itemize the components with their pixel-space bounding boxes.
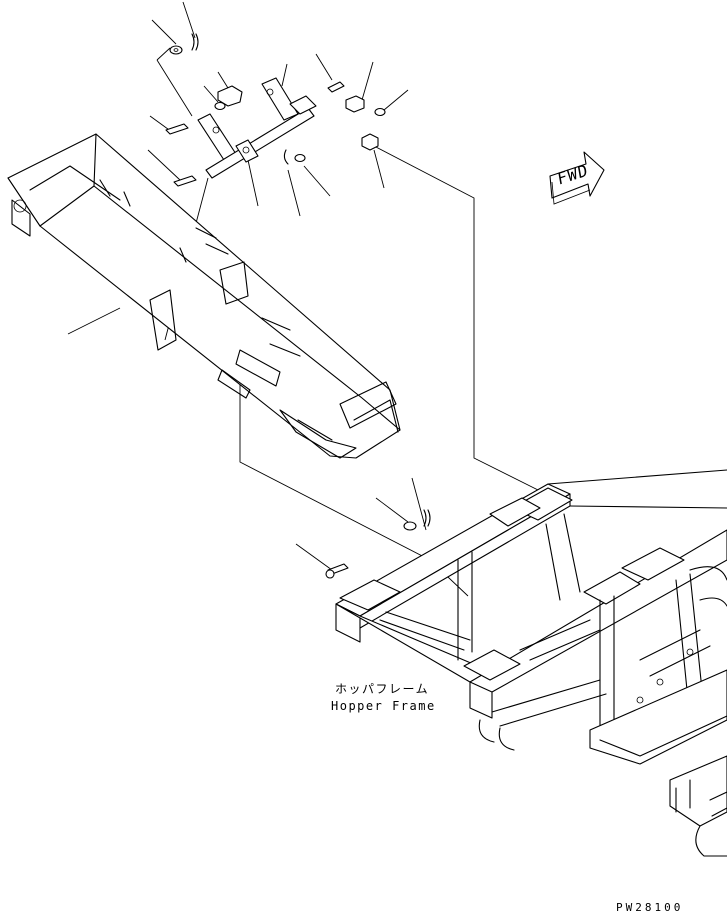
fwd-arrow [549, 151, 605, 205]
link-bracket-assembly [197, 77, 317, 179]
hopper-frame [335, 469, 727, 857]
drawing-code: PW28100 [616, 901, 684, 914]
hopper-frame-label-en: Hopper Frame [331, 699, 436, 713]
hardware-parts [165, 33, 431, 579]
hopper-frame-label-jp: ホッパフレーム [335, 682, 430, 696]
side-frame-beam [7, 133, 401, 459]
leader-lines [67, 1, 549, 597]
